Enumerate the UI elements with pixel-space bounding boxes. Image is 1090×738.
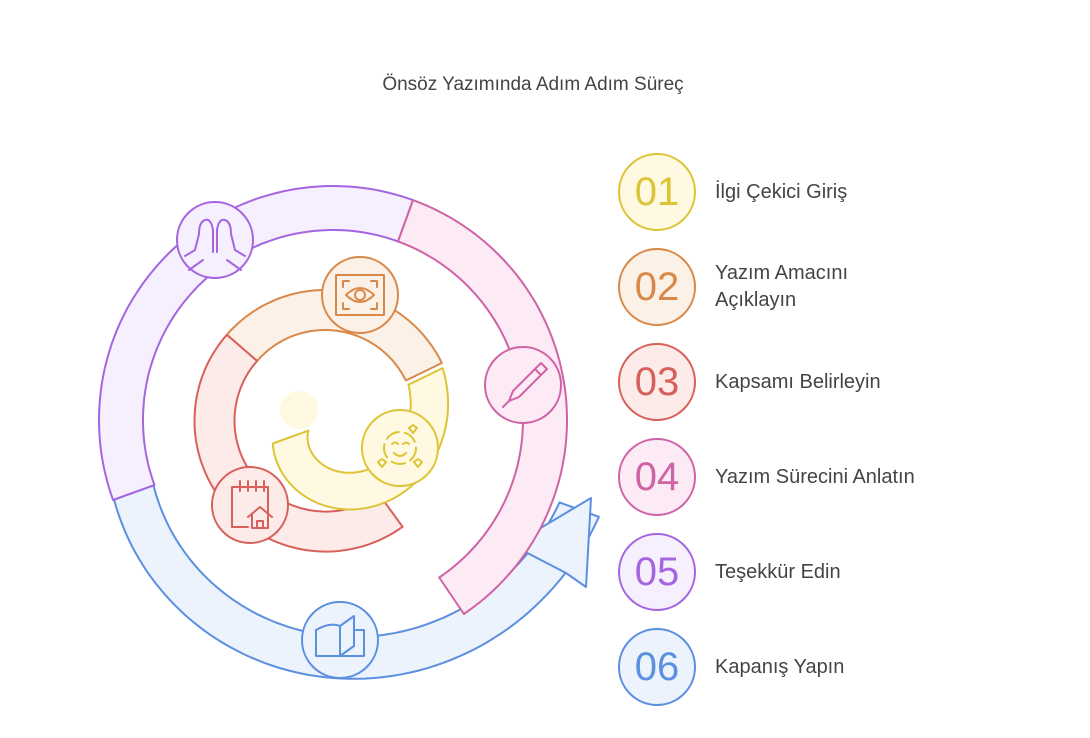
band-closing-arrow: [113, 484, 600, 680]
step-3: 03 Kapsamı Belirleyin: [618, 341, 945, 423]
calendar-home-icon: [231, 480, 273, 529]
pencil-icon: [502, 362, 548, 408]
step-2: 02 Yazım Amacını Açıklayın: [618, 246, 875, 328]
diagram-title: Önsöz Yazımında Adım Adım Süreç: [382, 74, 684, 95]
icon-circle: [321, 256, 399, 334]
arrow-head: [511, 497, 592, 588]
icon-circle: [211, 466, 289, 544]
step-number-badge: 03: [618, 343, 696, 421]
step-number-badge: 02: [618, 248, 696, 326]
spiral-diagram: [98, 185, 600, 680]
icon-circle: [484, 346, 562, 424]
step-label: İlgi Çekici Giriş: [715, 180, 848, 203]
band-writing-process: [397, 199, 568, 615]
step-6: 06 Kapanış Yapın: [618, 626, 945, 708]
icon-circle: [361, 409, 439, 487]
step-number-badge: 06: [618, 628, 696, 706]
step-5: 05 Teşekkür Edin: [618, 531, 945, 613]
book-icon: [315, 615, 365, 657]
step-label: Yazım Sürecini Anlatın: [715, 465, 915, 488]
step-number-badge: 04: [618, 438, 696, 516]
step-label: Kapsamı Belirleyin: [715, 370, 881, 393]
step-label: Teşekkür Edin: [715, 560, 841, 583]
praying-hands-icon: [184, 218, 246, 271]
step-4: 04 Yazım Sürecini Anlatın: [618, 436, 945, 518]
eye-icon: [335, 274, 385, 316]
step-1: 01 İlgi Çekici Giriş: [618, 151, 945, 233]
icon-circle: [176, 201, 254, 279]
step-number-badge: 05: [618, 533, 696, 611]
step-label: Kapanış Yapın: [715, 655, 845, 678]
step-label: Yazım Amacını Açıklayın: [715, 262, 849, 311]
band-intro-cap: [280, 391, 318, 429]
step-number-badge: 01: [618, 153, 696, 231]
smile-hearts-icon: [377, 424, 423, 468]
